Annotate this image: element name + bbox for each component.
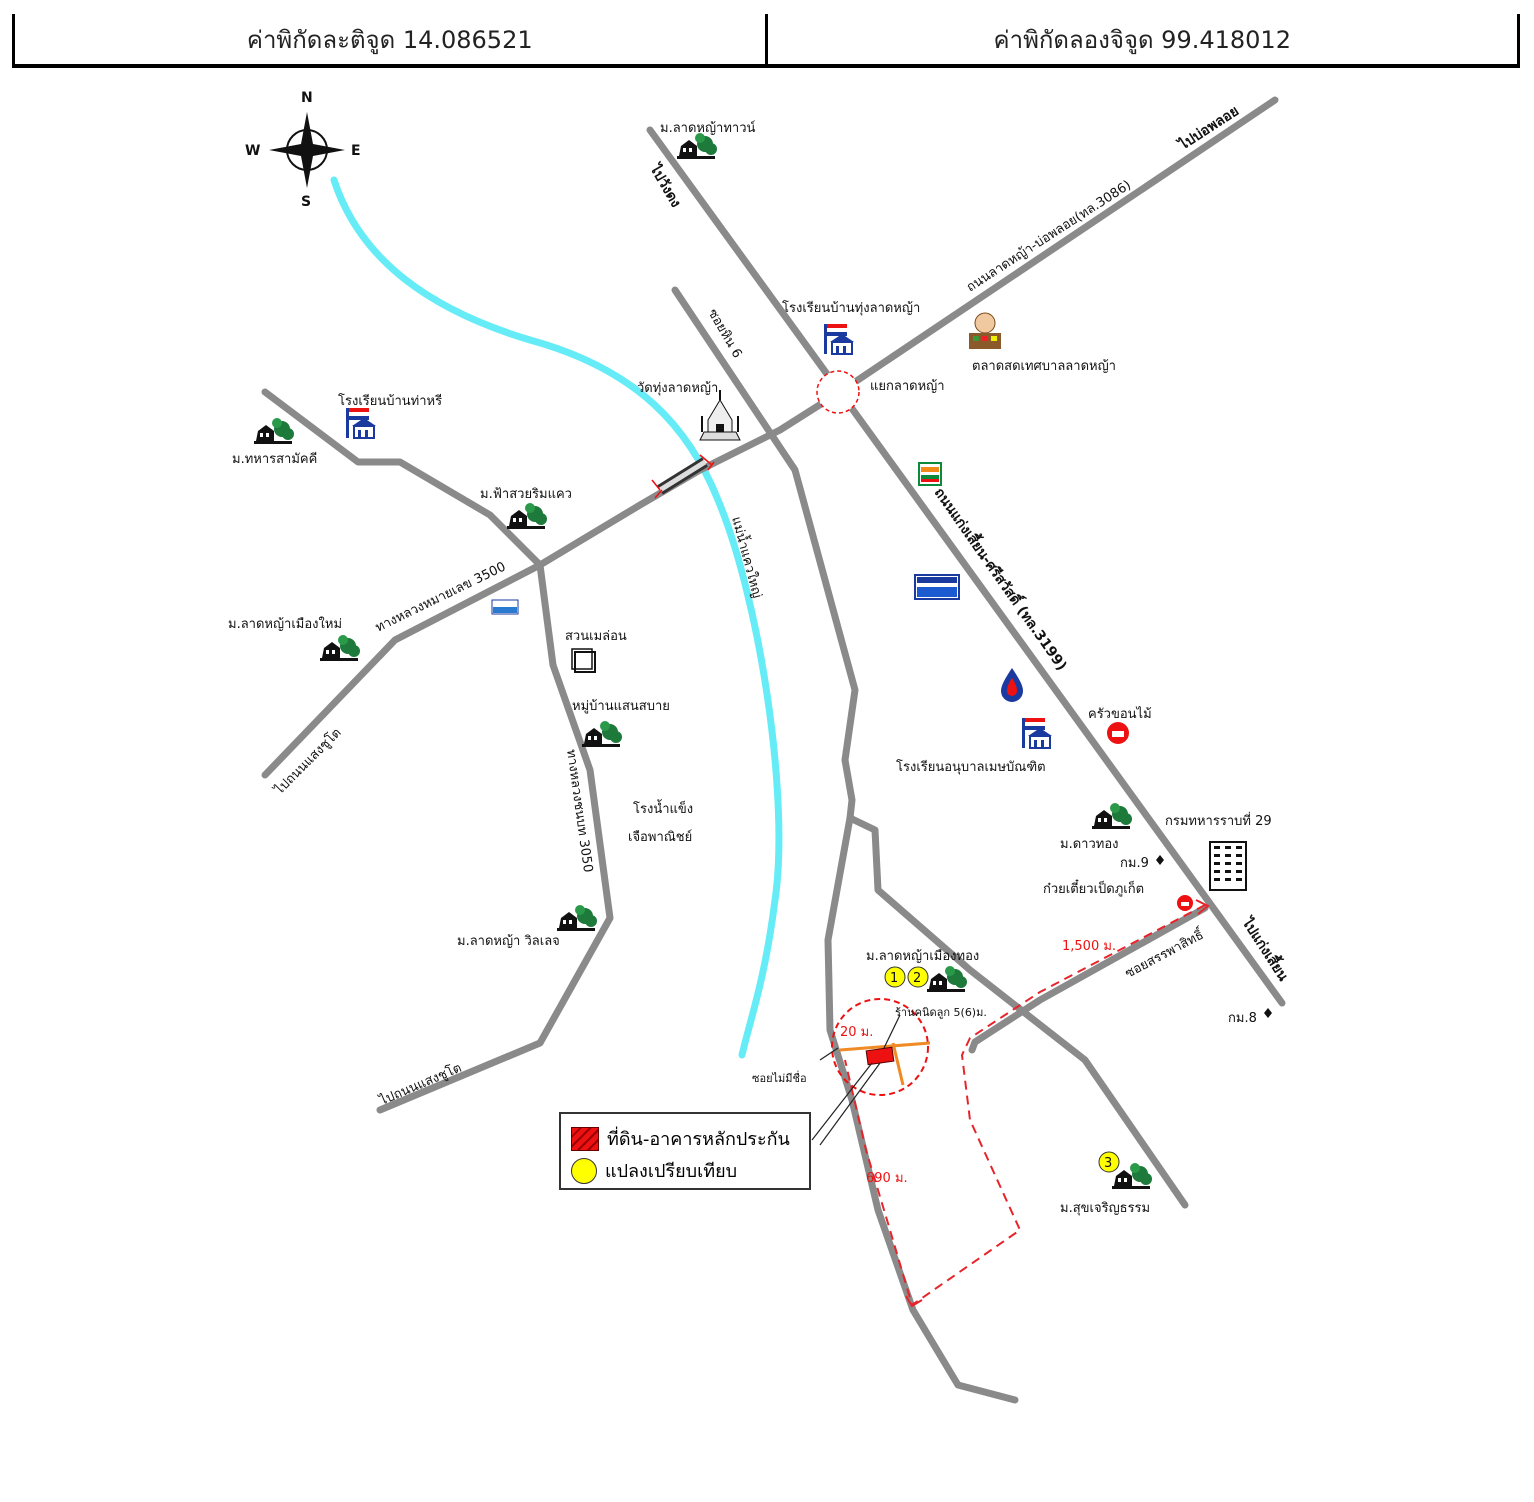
label-lat-ya-town: ม.ลาดหญ้าทาวน์ <box>660 120 756 136</box>
compare-swatch-icon <box>571 1157 597 1184</box>
label-wat-thung-lat-ya: วัดทุ่งลาดหญ้า <box>637 381 718 396</box>
label-to-saeng-chuto-2: ไปถนนแสงชูโต <box>376 1060 464 1109</box>
restaurant-icon <box>1177 895 1193 911</box>
label-mueang-thong: ม.ลาดหญ้าเมืองทอง <box>866 948 979 964</box>
marker-3-label: 3 <box>1104 1156 1112 1171</box>
building-icon <box>1209 841 1247 891</box>
road-lat-ya-bo-phloi <box>536 96 1279 569</box>
label-km9: กม.9 <box>1120 856 1149 871</box>
label-fa-suai: ม.ฟ้าสวยริมแคว <box>480 487 572 502</box>
label-army-29: กรมทหารราบที่ 29 <box>1165 812 1272 829</box>
compass-s: S <box>301 194 311 210</box>
village-icon <box>927 966 967 992</box>
marker-1-label: 1 <box>890 971 898 986</box>
village-icon <box>557 905 597 931</box>
road-hwy-3500 <box>261 561 544 779</box>
river-path <box>330 176 783 1059</box>
label-ice-factory-1: โรงน้ำแข็ง <box>633 799 693 817</box>
road-tha-ri <box>261 388 544 569</box>
road-hwy-3050 <box>376 561 614 1114</box>
label-kanin-house: ร้านคนิดลูก 5(6)ม. <box>895 1006 987 1019</box>
label-lat-ya-mueang-mai: ม.ลาดหญ้าเมืองใหม่ <box>228 616 342 632</box>
legend: ที่ดิน-อาคารหลักประกัน แปลงเปรียบเทียบ <box>559 1112 811 1190</box>
label-soi-6: ซอยหิน 6 <box>705 307 745 361</box>
village-icon <box>677 133 717 159</box>
subject-swatch-icon <box>571 1126 599 1151</box>
label-school-thung-lat-ya: โรงเรียนบ้านทุ่งลาดหญ้า <box>782 300 920 316</box>
comparison-marker-1: 1 <box>884 966 906 988</box>
longitude-label: ค่าพิกัดลองจิจูด 99.418012 <box>764 14 1518 64</box>
label-distance-20: 20 ม. <box>840 1025 873 1040</box>
compass-n: N <box>301 90 313 106</box>
legend-compare-label: แปลงเปรียบเทียบ <box>605 1161 738 1182</box>
village-icon <box>1092 803 1132 829</box>
village-icon <box>320 635 360 661</box>
junction-circle <box>816 370 860 414</box>
road-network <box>261 96 1286 1404</box>
marker-2-label: 2 <box>913 971 921 986</box>
road-mueang-thong <box>846 814 1189 1209</box>
route-arrow-end <box>1195 899 1210 915</box>
seven-eleven-icon <box>918 462 942 486</box>
temple-icon <box>699 390 741 441</box>
latitude-label: ค่าพิกัดละติจูด 14.086521 <box>246 25 533 54</box>
label-suan-melon: สวนเมล่อน <box>565 629 627 644</box>
label-distance-690: 690 ม. <box>866 1171 908 1186</box>
gas-station-icon <box>1001 668 1023 702</box>
road-sappasit <box>968 904 1209 1054</box>
label-kuaitiao: ก๋วยเตี๋ยวเป็ดภูเก็ต <box>1043 879 1144 897</box>
school-flag-icon <box>345 407 377 439</box>
label-river: แม่น้ำแควใหญ่ <box>728 514 767 599</box>
compass-e: E <box>351 143 361 159</box>
label-sukcharoen: ม.สุขเจริญธรรม <box>1060 1201 1150 1216</box>
label-km8: กม.8 <box>1228 1011 1257 1026</box>
village-icon <box>507 503 547 529</box>
label-lat-ya-bo-phloi-road: ถนนลาดหญ้า-บ่อพลอย(ทล.3086) <box>964 178 1134 296</box>
school-flag-icon <box>1021 717 1053 749</box>
road-wang-dong <box>646 126 844 396</box>
label-dao-thong: ม.ดาวทอง <box>1060 837 1118 852</box>
route-arrow-start <box>905 1295 923 1308</box>
road-kaeng-sian <box>836 388 1286 1007</box>
road-soi-6 <box>671 286 1019 1404</box>
label-krua-khon-mai: ครัวขอนไม้ <box>1088 706 1152 722</box>
route-dashed <box>844 904 1206 1307</box>
market-icon <box>969 312 1001 349</box>
label-distance-1500: 1,500 ม. <box>1062 939 1116 954</box>
village-icon <box>582 721 622 747</box>
compass-w: W <box>245 143 260 159</box>
label-saen-sabai: หมู่บ้านแสนสบาย <box>572 699 670 714</box>
village-icon <box>254 418 294 444</box>
legend-row-subject: ที่ดิน-อาคารหลักประกัน <box>571 1124 790 1153</box>
comparison-marker-2: 2 <box>907 966 929 988</box>
label-thahan-samakkhi: ม.ทหารสามัคคี <box>232 451 317 467</box>
legend-row-compare: แปลงเปรียบเทียบ <box>571 1156 737 1185</box>
park-icon <box>571 648 596 673</box>
label-hwy-3500: ทางหลวงหมายเลข 3500 <box>373 559 508 635</box>
bridge-icon <box>651 454 715 499</box>
school-flag-icon <box>823 323 855 355</box>
label-lat-ya-market: ตลาดสดเทศบาลลาดหญ้า <box>972 359 1116 374</box>
compass-icon: N S E W <box>245 90 361 210</box>
km8-marker-icon <box>1264 1008 1272 1018</box>
label-school-tha-ri: โรงเรียนบ้านท่าหรี <box>338 393 442 409</box>
subject-area-circle <box>831 998 929 1096</box>
lotus-store-icon <box>491 599 519 615</box>
label-lat-ya-junction: แยกลาดหญ้า <box>870 379 945 394</box>
comparison-marker-3: 3 <box>1098 1151 1120 1173</box>
legend-subject-label: ที่ดิน-อาคารหลักประกัน <box>607 1129 790 1150</box>
subject-parcel <box>865 1046 895 1066</box>
pointer-line <box>811 1014 901 1146</box>
label-ice-factory-2: เจือพาณิชย์ <box>628 829 692 845</box>
restaurant-icon <box>1107 722 1129 744</box>
coordinate-header: ค่าพิกัดละติจูด 14.086521 ค่าพิกัดลองจิจ… <box>12 14 1520 68</box>
km9-marker-icon <box>1156 855 1164 865</box>
lotus-store-icon <box>914 574 960 600</box>
label-anuban-school: โรงเรียนอนุบาลเมษบัณฑิต <box>896 759 1046 775</box>
label-no-name-soi: ซอยไม่มีชื่อ <box>752 1070 807 1085</box>
label-lat-ya-village: ม.ลาดหญ้า วิลเลจ <box>457 934 560 949</box>
